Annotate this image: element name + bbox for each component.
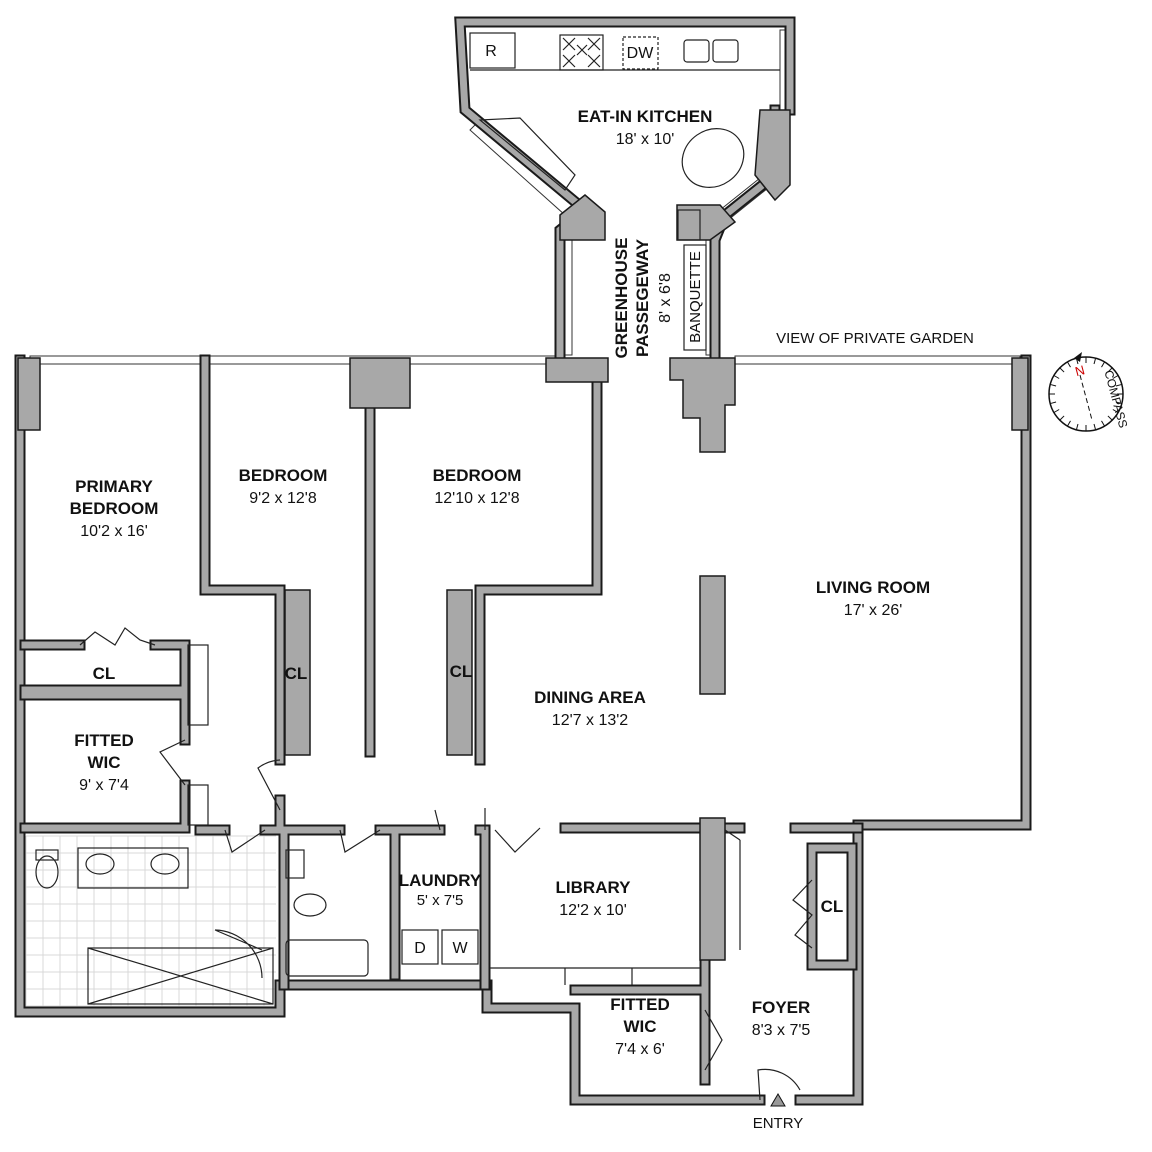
compass-tick [1059, 415, 1065, 421]
dryer-label: D [414, 940, 426, 957]
primary-bedroom-name-2: BEDROOM [70, 499, 159, 518]
windows [29, 29, 1021, 365]
library-size: 12'2 x 10' [559, 902, 627, 919]
greenhouse-name-1: GREENHOUSE [612, 238, 631, 359]
bedroom2-size: 12'10 x 12'8 [434, 490, 519, 507]
dining-area-size: 12'7 x 13'2 [552, 712, 628, 729]
kitchen-name: EAT-IN KITCHEN [578, 107, 713, 126]
compass-tick [1107, 415, 1113, 421]
doors [79, 627, 813, 1101]
compass-north-label: N [1073, 362, 1086, 379]
compass-tick [1115, 401, 1122, 405]
living-room-name: LIVING ROOM [816, 578, 930, 597]
toilet-icon [35, 855, 59, 889]
compass-tick [1075, 423, 1079, 430]
primary-bedroom-size: 10'2 x 16' [80, 523, 148, 540]
shower-icon [87, 947, 274, 1005]
compass-tick [1115, 383, 1122, 387]
bedroom2-name: BEDROOM [433, 466, 522, 485]
compass-tick [1059, 367, 1065, 373]
entry-label: ENTRY [753, 1115, 804, 1132]
compass-tick [1050, 401, 1057, 405]
foyer-size: 8'3 x 7'5 [752, 1022, 811, 1039]
compass-tick [1053, 375, 1060, 379]
compass-tick [1112, 409, 1119, 413]
toilet-icon [293, 893, 327, 917]
compass-tick [1053, 409, 1060, 413]
wic2-name-2: WIC [623, 1017, 656, 1036]
compass-tick [1107, 367, 1113, 373]
living-room-size: 17' x 26' [844, 602, 903, 619]
view-label: VIEW OF PRIVATE GARDEN [776, 330, 974, 347]
banquette-label: BANQUETTE [687, 251, 704, 343]
compass-tick [1093, 423, 1097, 430]
compass-tick [1101, 420, 1105, 427]
fixtures [35, 32, 780, 1005]
wic1-name-2: WIC [87, 753, 120, 772]
library-name: LIBRARY [556, 878, 632, 897]
closet-label: CL [450, 662, 473, 681]
laundry-name: LAUNDRY [399, 871, 482, 890]
closet-label: CL [285, 664, 308, 683]
dining-area-name: DINING AREA [534, 688, 646, 707]
dryer [401, 929, 439, 965]
sink-icon [285, 849, 305, 879]
range-stove-icon [559, 34, 604, 71]
wic2-size: 7'4 x 6' [615, 1041, 665, 1058]
interior-walls [17, 109, 1029, 1086]
bathtub-icon [285, 939, 369, 977]
laundry-size: 5' x 7'5 [417, 892, 464, 909]
compass-tick [1101, 361, 1105, 368]
refrigerator [469, 32, 516, 69]
compass-tick [1067, 361, 1071, 368]
compass-tick [1050, 383, 1057, 387]
bedroom1-name: BEDROOM [239, 466, 328, 485]
dishwasher-label: DW [627, 45, 655, 62]
compass-icon: N COMPASS [1048, 352, 1130, 432]
compass-tick [1093, 358, 1097, 365]
washer-label: W [452, 940, 468, 957]
primary-bedroom-name-1: PRIMARY [75, 477, 153, 496]
closet-label: CL [821, 897, 844, 916]
entry-arrow-icon [770, 1093, 786, 1107]
foyer-name: FOYER [752, 998, 811, 1017]
greenhouse-name-2: PASSEGEWAY [633, 238, 652, 357]
kitchen-size: 18' x 10' [616, 131, 675, 148]
wic1-size: 9' x 7'4 [79, 777, 129, 794]
bedroom1-size: 9'2 x 12'8 [249, 490, 317, 507]
compass-tick [1112, 375, 1119, 379]
compass-tick [1067, 420, 1071, 427]
washer [441, 929, 479, 965]
wic2-name-1: FITTED [610, 995, 670, 1014]
refrigerator-label: R [485, 43, 497, 60]
vanity-icon [77, 847, 189, 889]
room-labels: EAT-IN KITCHEN 18' x 10' GREENHOUSE PASS… [70, 43, 974, 1132]
dishwasher [622, 36, 659, 70]
wic1-name-1: FITTED [74, 731, 134, 750]
greenhouse-size: 8' x 6'8 [657, 273, 674, 323]
closet-label: CL [93, 664, 116, 683]
dining-table [681, 128, 745, 188]
sink-icon [683, 39, 710, 63]
